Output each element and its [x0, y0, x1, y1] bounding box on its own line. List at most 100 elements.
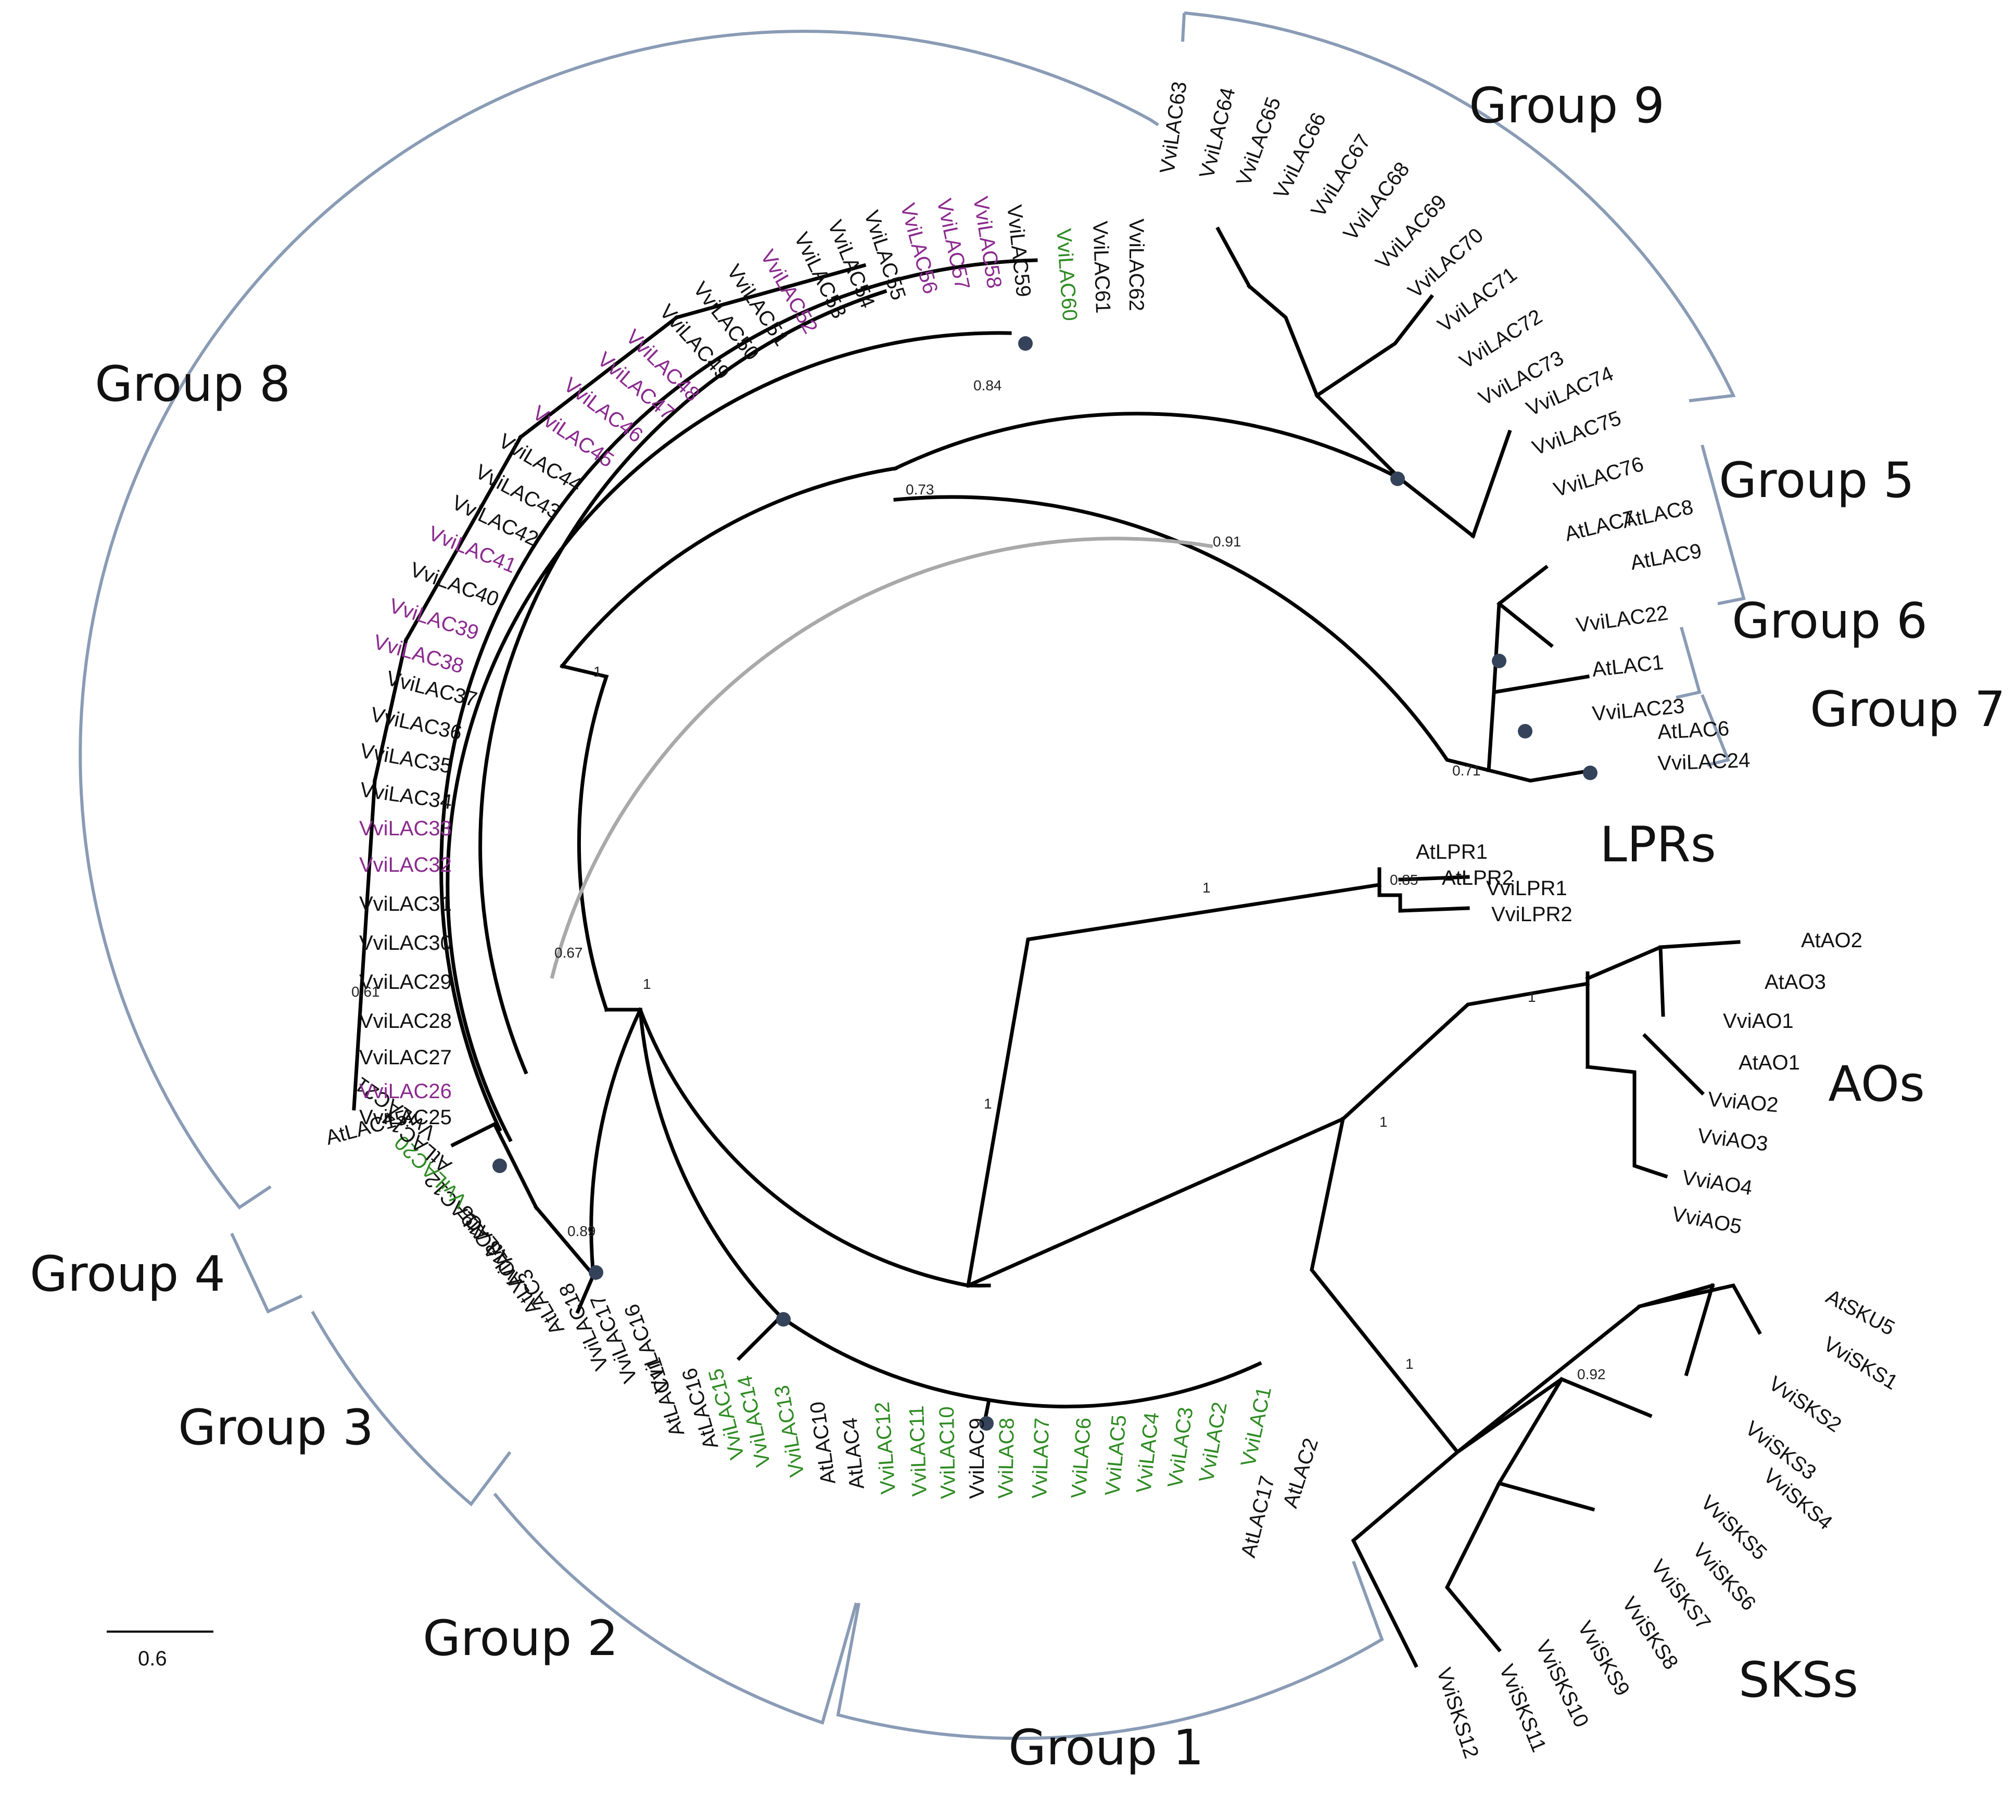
- leaf-label: VviLAC33: [359, 817, 452, 840]
- bracket-group-1: [836, 1560, 1384, 1740]
- leaf-label: VviAO3: [1696, 1124, 1769, 1155]
- leaf-label: VviLAC32: [359, 854, 452, 876]
- group-label: Group 1: [1008, 1720, 1204, 1776]
- support-value: 1: [1202, 880, 1211, 896]
- bracket-group-2: [493, 1493, 858, 1725]
- leaf-label: VviLAC63: [1156, 80, 1191, 175]
- leaf-label: VviLAC65: [1232, 94, 1285, 189]
- leaf-label: VviLAC11: [905, 1405, 931, 1497]
- leaf-label: VviLAC59: [1003, 203, 1035, 298]
- group-label: LPRs: [1600, 817, 1716, 873]
- support-value: 0.85: [1390, 872, 1418, 888]
- leaf-label: VviLAC13: [770, 1383, 809, 1479]
- lpr-clade: [1377, 867, 1470, 913]
- leaf-label: VviLAC61: [1088, 221, 1114, 314]
- leaf-label: VviLAC27: [359, 1046, 452, 1069]
- support-value: 1: [1405, 1356, 1414, 1372]
- leaf-label: VviSKS1: [1819, 1332, 1901, 1394]
- node-dot: [1583, 766, 1597, 780]
- group-label: Group 8: [95, 356, 290, 413]
- lac-backbone: [560, 466, 991, 1288]
- tree-branches: [352, 226, 1762, 1668]
- leaf-label: VviLAC60: [1052, 228, 1081, 322]
- leaf-label: AtLPR2: [1442, 867, 1514, 889]
- support-value: 1: [1528, 989, 1536, 1005]
- bracket-group-4: [230, 1232, 303, 1314]
- bracket-group-5: [1701, 444, 1746, 605]
- leaf-label: VviLAC22: [1575, 602, 1669, 637]
- support-values: 11111110.670.840.730.910.610.890.920.850…: [351, 377, 1606, 1382]
- leaf-label: AtLAC2: [1279, 1435, 1323, 1511]
- leaf-label: VviAO1: [1723, 1010, 1794, 1033]
- node-dot: [1390, 472, 1405, 486]
- unresolved-grey-arc: [550, 537, 1213, 979]
- bracket-group-6: [1676, 627, 1702, 699]
- leaf-label: VviSKS2: [1765, 1372, 1845, 1437]
- leaf-label: VviSKS12: [1432, 1665, 1483, 1761]
- group-label: SKSs: [1739, 1652, 1858, 1709]
- bracket-group-3: [311, 1310, 512, 1507]
- leaf-label: VviLAC76: [1551, 453, 1646, 502]
- group-brackets: [79, 11, 1746, 1740]
- leaf-label: VviLAC6: [1067, 1417, 1096, 1499]
- sks-root: [1310, 1116, 1715, 1668]
- node-dot: [1492, 654, 1506, 668]
- leaf-label: VviLAC3: [1163, 1406, 1197, 1489]
- leaf-label: VviLAC58: [969, 195, 1006, 290]
- group5-7-clade: [893, 495, 1595, 783]
- node-dot: [1018, 336, 1033, 351]
- bracket-group-7: [1701, 694, 1731, 767]
- scale-bar: 0.6: [107, 1631, 213, 1670]
- support-value: 0.84: [973, 377, 1002, 393]
- support-value: 0.67: [554, 945, 583, 961]
- root-branch-right: [966, 981, 1590, 1288]
- group-label: Group 6: [1732, 593, 1928, 650]
- leaf-label: AtAO1: [1739, 1051, 1800, 1074]
- ao-clade: [1585, 940, 1741, 1179]
- leaf-label: VviLAC25: [359, 1106, 452, 1129]
- group-label: Group 2: [423, 1610, 618, 1667]
- leaf-label: AtLAC4: [839, 1417, 869, 1491]
- highlighted-nodes: [492, 336, 1597, 1431]
- bracket-group-9: [1181, 11, 1736, 402]
- node-dot: [1518, 724, 1532, 739]
- leaf-label: VviLAC5: [1101, 1414, 1131, 1497]
- leaf-label: VviLAC7: [1028, 1417, 1054, 1499]
- leaf-label: AtLAC9: [1629, 540, 1703, 575]
- node-dot: [589, 1265, 603, 1280]
- leaf-label: VviLAC64: [1195, 85, 1240, 181]
- leaf-label: VviLAC30: [359, 932, 452, 954]
- leaf-label: VviLAC62: [1125, 219, 1148, 311]
- leaf-label: AtLAC17: [1237, 1473, 1279, 1560]
- support-value: 1: [1379, 1114, 1388, 1130]
- support-value: 1: [984, 1096, 992, 1112]
- support-value: 0.61: [351, 984, 380, 1000]
- group-label: Group 5: [1719, 452, 1914, 509]
- scale-bar-label: 0.6: [138, 1647, 167, 1670]
- root-branch-left: [604, 1008, 971, 1288]
- leaf-label: VviLAC4: [1132, 1411, 1163, 1494]
- leaf-label: VviAO2: [1707, 1088, 1779, 1117]
- leaf-label: AtLPR1: [1416, 841, 1488, 863]
- leaf-label: VviLAC28: [359, 1010, 452, 1033]
- support-value: 0.71: [1452, 762, 1481, 779]
- leaf-label: AtSKU5: [1822, 1285, 1898, 1340]
- group-label: AOs: [1828, 1056, 1925, 1113]
- support-value: 1: [593, 664, 602, 680]
- root-branch-up: [966, 883, 1381, 1288]
- support-value: 0.89: [567, 1223, 596, 1239]
- leaf-label: VviLAC10: [935, 1406, 960, 1499]
- sks-clade: [1444, 1283, 1762, 1652]
- leaf-label: VviLAC26: [359, 1080, 452, 1103]
- node-dot: [776, 1312, 791, 1327]
- node-dot: [492, 1159, 507, 1173]
- leaf-label: VviLAC31: [359, 893, 452, 915]
- leaf-label: VviLAC37: [384, 667, 479, 711]
- group-label: Group 4: [30, 1246, 225, 1303]
- group-label: Group 9: [1469, 78, 1665, 134]
- leaf-label: VviSKS8: [1618, 1593, 1683, 1673]
